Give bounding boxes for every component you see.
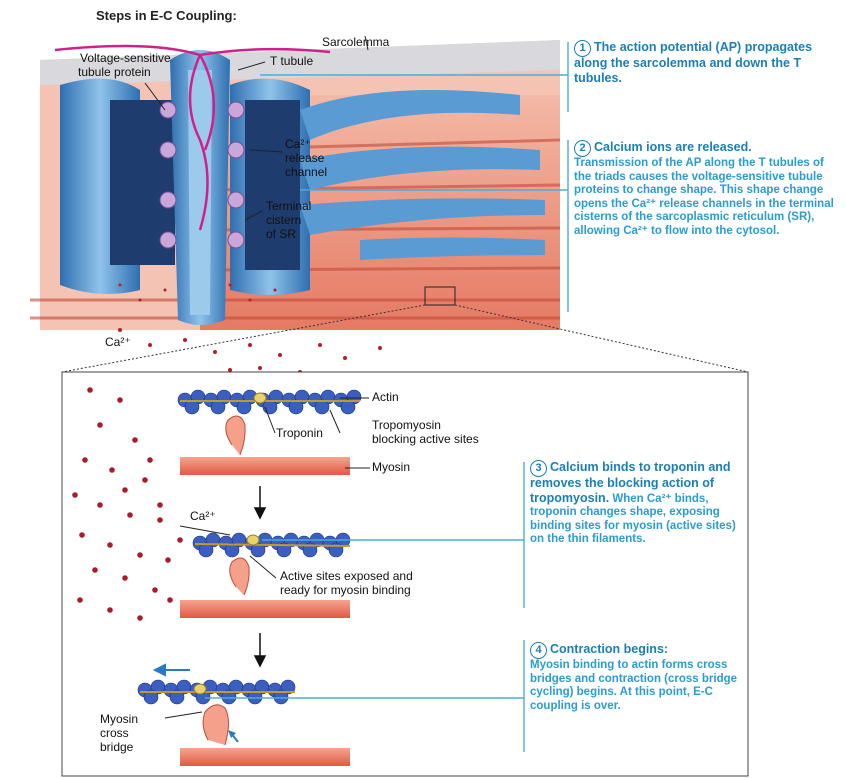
step-4-number: 4 [530,642,547,659]
label-terminal-2: cistern [266,214,301,227]
step-1-heading: The action potential (AP) propagates alo… [574,40,812,85]
label-tropomyosin-2: blocking active sites [372,433,479,446]
label-ca-release-3: channel [285,166,327,179]
myosin-filament-2 [180,600,350,618]
step-4-body: Myosin binding to actin forms cross brid… [530,659,745,713]
label-active-sites-1: Active sites exposed and [280,570,413,583]
step-1-number: 1 [574,40,591,57]
step-2-number: 2 [574,140,591,157]
label-cross-bridge-3: bridge [100,741,133,754]
step-3-number: 3 [530,460,547,477]
step-4-heading: Contraction begins: [550,642,668,656]
myosin-filament-1 [180,457,350,475]
label-tubule-protein: tubule protein [78,66,151,79]
step-2-body: Transmission of the AP along the T tubul… [574,157,839,238]
t-tubule [170,50,230,325]
step-2-heading: Calcium ions are released. [594,140,752,154]
label-terminal-1: Terminal [266,200,311,213]
label-ca-release-2: release [285,152,324,165]
label-actin: Actin [372,391,399,404]
myosin-filament-3 [180,748,350,766]
label-ca-small: Ca²⁺ [190,510,216,523]
label-myosin: Myosin [372,461,410,474]
label-active-sites-2: ready for myosin binding [280,584,411,597]
label-sarcolemma: Sarcolemma [322,36,389,49]
label-ca-release-1: Ca²⁺ [285,138,311,151]
label-t-tubule: T tubule [270,55,313,68]
zoom-line-right [455,305,748,372]
label-terminal-3: of SR [266,228,296,241]
label-troponin: Troponin [276,427,323,440]
label-tropomyosin-1: Tropomyosin [372,419,441,432]
label-cross-bridge-2: cross [100,727,129,740]
label-cross-bridge-1: Myosin [100,713,138,726]
label-voltage-sensitive: Voltage-sensitive [80,52,171,65]
label-ca-ion: Ca²⁺ [105,336,131,349]
